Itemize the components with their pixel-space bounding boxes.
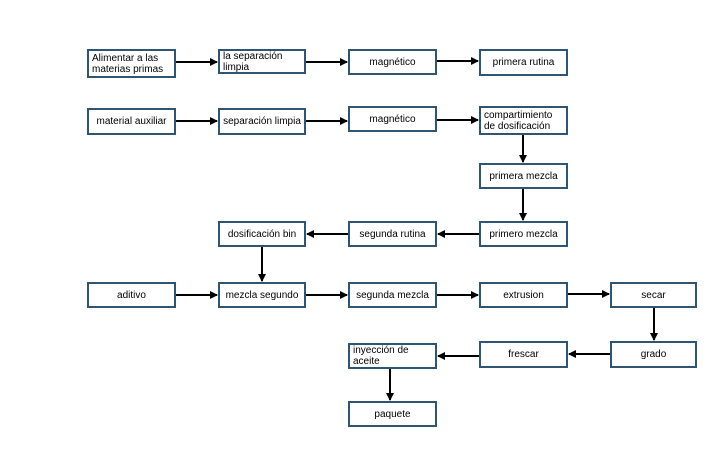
node-secar: secar xyxy=(610,282,697,308)
node-aditivo: aditivo xyxy=(87,282,176,308)
node-primero-mezcla: primero mezcla xyxy=(479,221,568,247)
node-frescar: frescar xyxy=(479,341,568,368)
node-mezcla-segundo: mezcla segundo xyxy=(218,282,306,308)
node-segunda-mezcla: segunda mezcla xyxy=(348,282,437,308)
node-separacion-limpia-1: la separación limpia xyxy=(218,49,306,74)
node-alimentar-materias-primas: Alimentar a las materias primas xyxy=(87,49,176,78)
node-material-auxiliar: material auxiliar xyxy=(87,108,176,135)
node-compartimiento-dosificacion: compartimiento de dosificación xyxy=(479,106,568,135)
node-separacion-limpia-2: separación limpia xyxy=(218,108,306,135)
node-segunda-rutina: segunda rutina xyxy=(348,221,437,247)
node-inyeccion-aceite: inyección de aceite xyxy=(348,343,437,369)
node-magnetico-1: magnético xyxy=(348,49,437,75)
node-paquete: paquete xyxy=(348,401,437,427)
node-grado: grado xyxy=(610,341,697,368)
node-primera-mezcla: primera mezcla xyxy=(479,163,568,189)
node-magnetico-2: magnético xyxy=(348,106,437,132)
node-primera-rutina: primera rutina xyxy=(479,49,568,76)
node-dosificacion-bin: dosificación bin xyxy=(218,221,306,247)
node-extrusion: extrusion xyxy=(479,282,568,308)
